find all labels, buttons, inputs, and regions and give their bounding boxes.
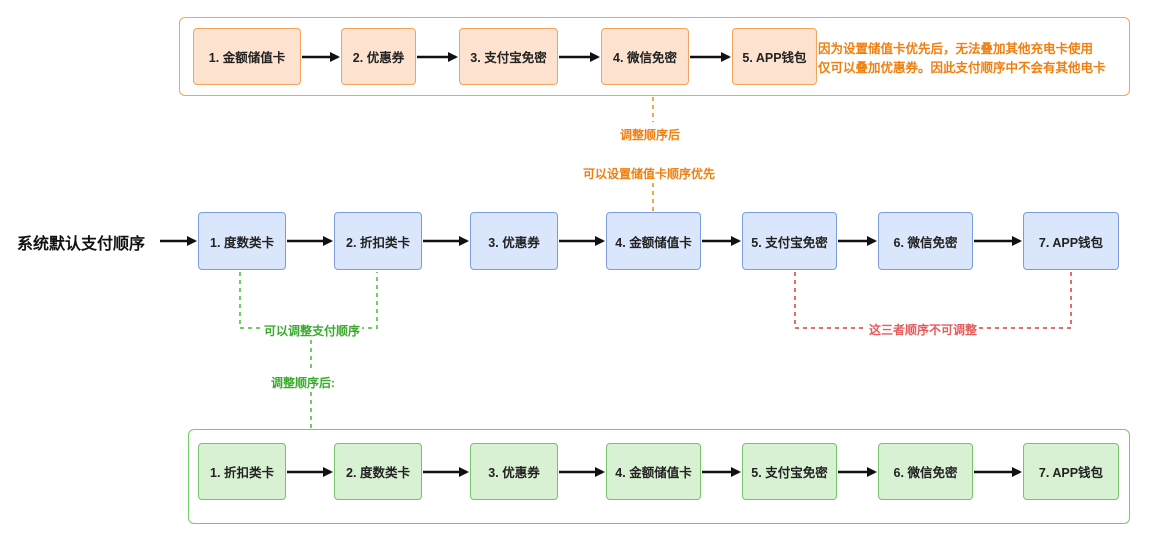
bottom-step-6: 6. 微信免密 [878,443,973,500]
bottom-adjusted-group [188,429,1130,524]
bottom-step-4: 4. 金额储值卡 [606,443,701,500]
page-title: 系统默认支付顺序 [17,236,146,253]
top-step-2: 2. 优惠券 [341,28,416,85]
default-step-4: 4. 金额储值卡 [606,212,701,270]
green-after-label: 调整顺序后: [271,376,335,390]
green-connector-bracket [239,272,378,329]
red-connector-bracket [794,272,1072,329]
orange-priority-label: 可以设置储值卡顺序优先 [583,167,716,181]
top-note-line-2: 仅可以叠加优惠券。因此支付顺序中不会有其他电卡 [818,61,1106,75]
default-step-7: 7. APP钱包 [1023,212,1119,270]
orange-after-label: 调整顺序后 [620,128,681,142]
default-step-1: 1. 度数类卡 [198,212,286,270]
default-step-3: 3. 优惠券 [470,212,558,270]
top-step-3: 3. 支付宝免密 [459,28,558,85]
bottom-step-5: 5. 支付宝免密 [742,443,837,500]
bottom-step-3: 3. 优惠券 [470,443,558,500]
bottom-step-2: 2. 度数类卡 [334,443,422,500]
bottom-step-7: 7. APP钱包 [1023,443,1119,500]
top-adjusted-group [179,17,1130,96]
default-step-5: 5. 支付宝免密 [742,212,837,270]
top-step-4: 4. 微信免密 [601,28,689,85]
red-fixed-label: 这三者顺序不可调整 [867,321,980,338]
default-step-2: 2. 折扣类卡 [334,212,422,270]
top-note: 因为设置储值卡优先后，无法叠加其他充电卡使用 仅可以叠加优惠券。因此支付顺序中不… [818,40,1106,78]
top-note-line-1: 因为设置储值卡优先后，无法叠加其他充电卡使用 [818,42,1094,56]
top-step-5: 5. APP钱包 [732,28,817,85]
top-step-1: 1. 金额储值卡 [193,28,301,85]
default-step-6: 6. 微信免密 [878,212,973,270]
green-adjust-label: 可以调整支付顺序 [262,322,363,339]
bottom-step-1: 1. 折扣类卡 [198,443,286,500]
